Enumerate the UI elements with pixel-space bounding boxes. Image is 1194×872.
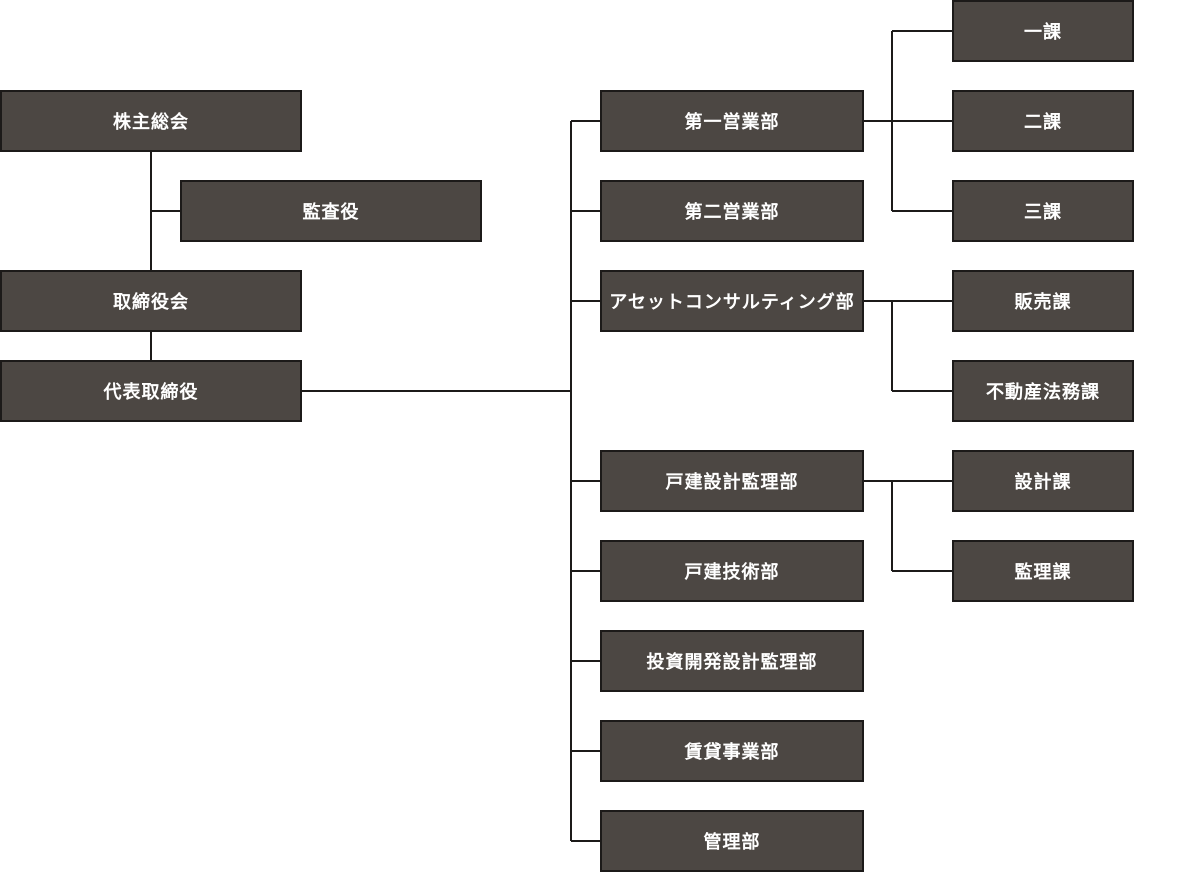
node-representative-director: 代表取締役 (0, 360, 302, 422)
node-auditor: 監査役 (180, 180, 482, 242)
node-department-house-technology: 戸建技術部 (600, 540, 864, 602)
node-section-design: 設計課 (952, 450, 1134, 512)
node-department-sales-1: 第一営業部 (600, 90, 864, 152)
node-department-house-design: 戸建設計監理部 (600, 450, 864, 512)
node-section-sales: 販売課 (952, 270, 1134, 332)
node-section-1: 一課 (952, 0, 1134, 62)
node-department-investment-development: 投資開発設計監理部 (600, 630, 864, 692)
node-section-2: 二課 (952, 90, 1134, 152)
node-board-of-directors: 取締役会 (0, 270, 302, 332)
node-section-3: 三課 (952, 180, 1134, 242)
node-section-real-estate-legal: 不動産法務課 (952, 360, 1134, 422)
node-department-rental: 賃貸事業部 (600, 720, 864, 782)
node-section-supervision: 監理課 (952, 540, 1134, 602)
node-department-management: 管理部 (600, 810, 864, 872)
node-shareholders-meeting: 株主総会 (0, 90, 302, 152)
node-department-asset-consulting: アセットコンサルティング部 (600, 270, 864, 332)
node-department-sales-2: 第二営業部 (600, 180, 864, 242)
